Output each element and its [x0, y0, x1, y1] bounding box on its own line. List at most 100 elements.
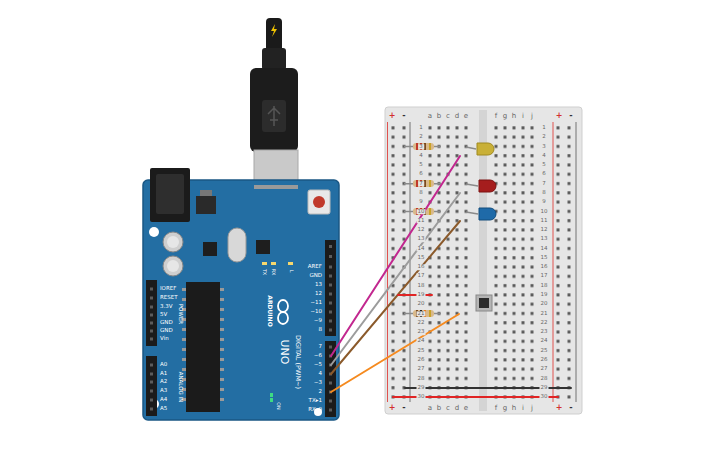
pin-label: ~10 [310, 309, 322, 315]
column-letter: a [427, 405, 433, 412]
usb-cable [250, 18, 298, 188]
row-number: 11 [540, 218, 549, 224]
rail-sign: - [568, 112, 573, 120]
rail-sign: - [401, 112, 406, 120]
led [466, 208, 496, 220]
row-number: 6 [541, 172, 547, 178]
column-letter: e [463, 405, 469, 412]
pin-label: ~9 [314, 318, 322, 324]
row-number: 20 [540, 302, 549, 308]
row-number: 17 [417, 274, 426, 280]
row-number: 12 [417, 227, 426, 233]
column-letter: g [502, 113, 508, 120]
pin-label: IOREF [160, 286, 176, 292]
pin-label: 12 [315, 291, 322, 297]
board-brand: ARDUINO [267, 295, 273, 326]
column-letter: c [445, 405, 451, 412]
rail-sign: + [388, 404, 397, 412]
arduino-board [143, 168, 339, 420]
led-label: ON [276, 402, 281, 409]
row-number: 9 [418, 199, 424, 205]
row-number: 8 [541, 190, 547, 196]
pin-label: TX▸1 [309, 398, 322, 404]
header-label: ANALOG IN [177, 372, 183, 403]
led-label: RX [271, 269, 276, 276]
row-number: 1 [541, 125, 547, 131]
column-letter: d [454, 405, 460, 412]
row-number: 24 [417, 339, 426, 345]
row-number: 25 [540, 348, 549, 354]
board-model: UNO [279, 340, 290, 365]
row-number: 22 [417, 320, 426, 326]
row-number: 14 [540, 246, 549, 252]
row-number: 15 [417, 255, 426, 261]
row-number: 16 [417, 264, 426, 270]
row-number: 20 [417, 302, 426, 308]
row-number: 29 [417, 385, 426, 391]
row-number: 22 [540, 320, 549, 326]
arduino-logo [278, 300, 288, 324]
pin-label: 5V [160, 312, 167, 318]
rail-sign: + [555, 404, 564, 412]
column-letter: c [445, 113, 451, 120]
row-number: 10 [417, 209, 426, 215]
rail-sign: + [388, 112, 397, 120]
column-letter: j [530, 405, 534, 412]
row-number: 7 [418, 181, 424, 187]
pin-label: 7 [319, 344, 323, 350]
header-label: POWER [177, 304, 183, 324]
column-letter: a [427, 113, 433, 120]
column-letter: b [436, 113, 442, 120]
pin-label: A5 [160, 406, 167, 412]
row-number: 21 [540, 311, 549, 317]
row-number: 13 [540, 237, 549, 243]
resistor [404, 310, 441, 317]
row-number: 6 [418, 172, 424, 178]
pin-label: ~5 [314, 362, 322, 368]
column-letter: j [530, 113, 534, 120]
column-letter: f [494, 405, 498, 412]
resistor [404, 180, 441, 187]
column-letter: i [521, 405, 525, 412]
row-number: 23 [540, 329, 549, 335]
pin-label: ~6 [314, 353, 322, 359]
row-number: 30 [540, 394, 549, 400]
push-button [476, 295, 492, 311]
row-number: 28 [540, 376, 549, 382]
row-number: 18 [417, 283, 426, 289]
row-number: 24 [540, 339, 549, 345]
row-number: 17 [540, 274, 549, 280]
pin-label: RX◂0 [308, 407, 322, 413]
column-letter: i [521, 113, 525, 120]
pin-label: GND [309, 273, 322, 279]
pin-label: 13 [315, 282, 322, 288]
rail-sign: + [555, 112, 564, 120]
row-number: 4 [418, 153, 424, 159]
row-number: 26 [417, 357, 426, 363]
row-number: 28 [417, 376, 426, 382]
column-letter: g [502, 405, 508, 412]
row-number: 27 [417, 367, 426, 373]
pin-label: GND [160, 328, 173, 334]
row-number: 21 [417, 311, 426, 317]
row-number: 10 [540, 209, 549, 215]
pin-label: A1 [160, 371, 167, 377]
pin-label: A0 [160, 362, 167, 368]
row-number: 5 [418, 162, 424, 168]
led-label: L [289, 270, 294, 273]
row-number: 26 [540, 357, 549, 363]
pin-label: A2 [160, 379, 167, 385]
resistor [404, 208, 441, 215]
row-number: 4 [541, 153, 547, 159]
pin-label: 3.3V [160, 304, 173, 310]
led [466, 143, 494, 155]
row-number: 3 [418, 144, 424, 150]
row-number: 8 [418, 190, 424, 196]
column-letter: e [463, 113, 469, 120]
row-number: 12 [540, 227, 549, 233]
row-number: 5 [541, 162, 547, 168]
row-number: 14 [417, 246, 426, 252]
